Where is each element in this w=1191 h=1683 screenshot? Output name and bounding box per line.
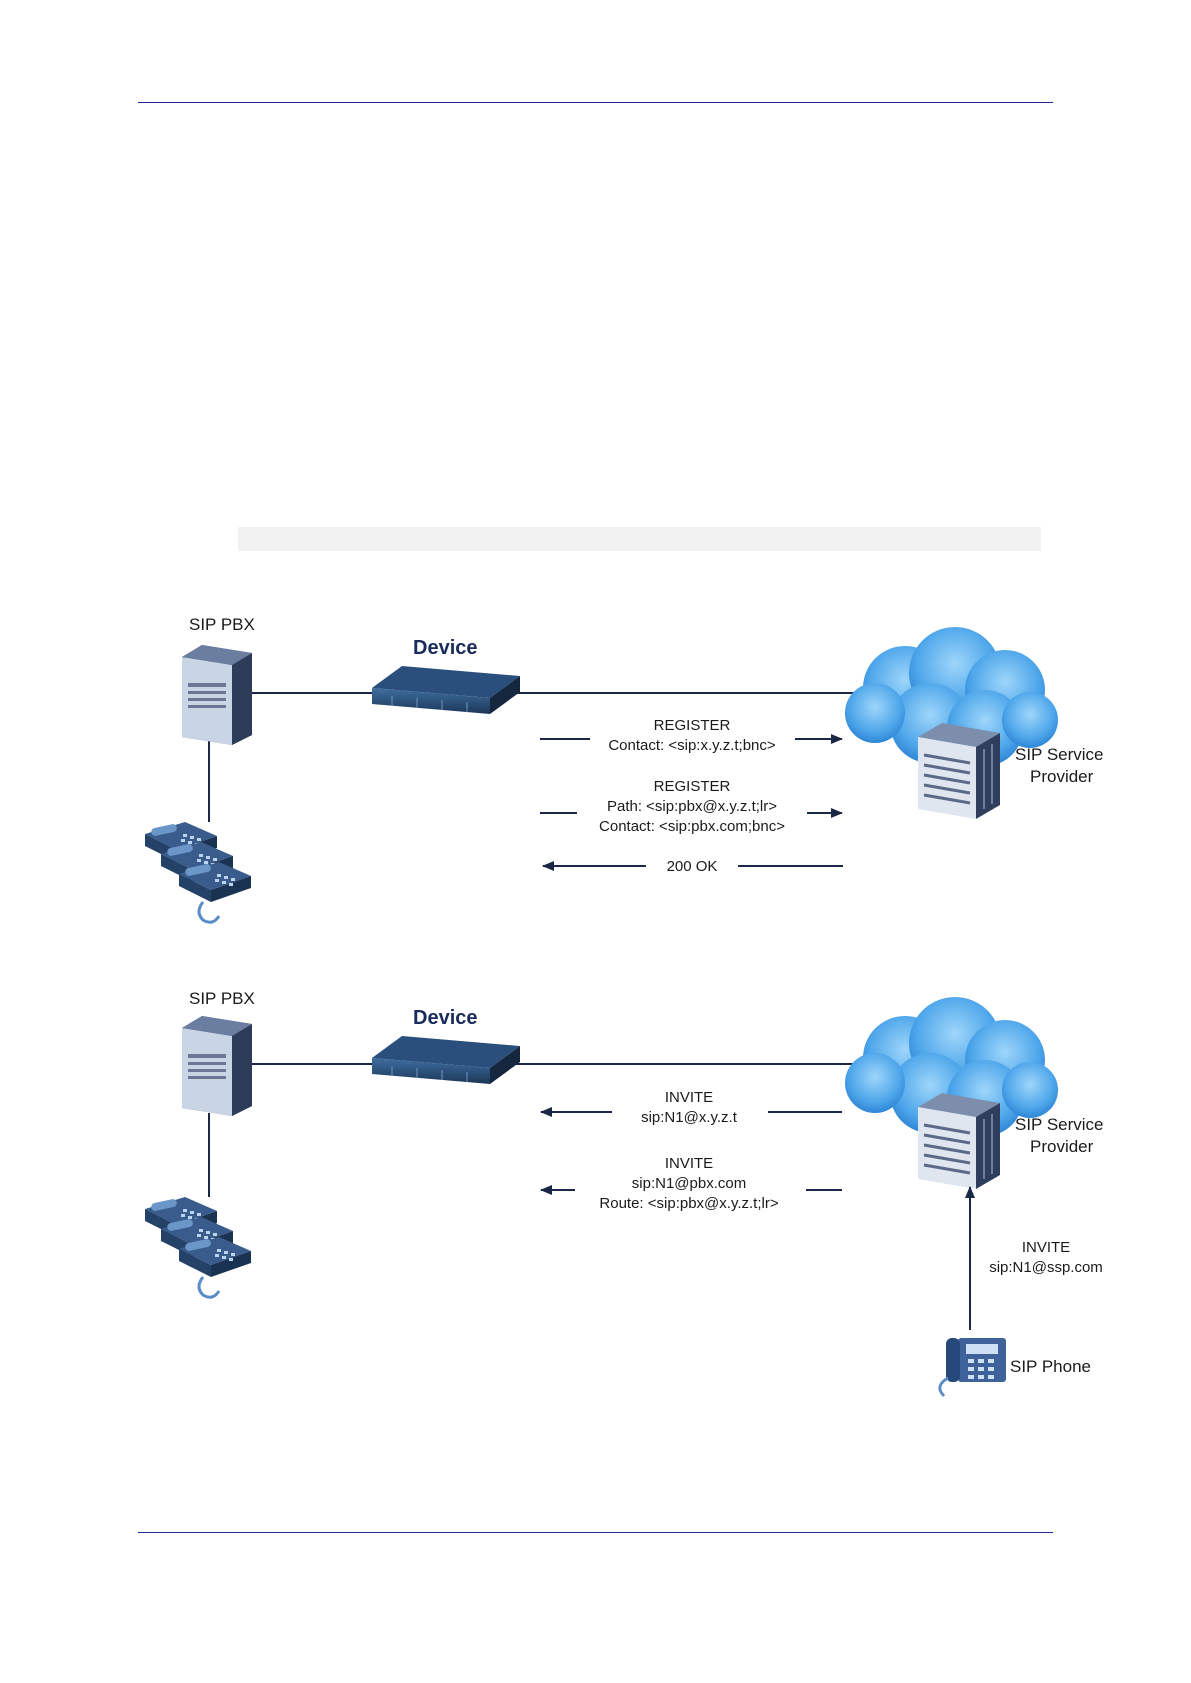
provider-server-icon [918, 723, 1000, 819]
bottom-provider-label-1: SIP Service [1015, 1115, 1104, 1134]
msg-line: sip:N1@x.y.z.t [641, 1109, 738, 1126]
phone-stack-icon [145, 1197, 251, 1297]
msg-line: Contact: <sip:pbx.com;bnc> [599, 818, 785, 835]
top-diagram: SIP PBX Device SIP Service Provider REGI… [145, 615, 1104, 922]
msg-line: INVITE [665, 1155, 713, 1172]
msg-line: Path: <sip:pbx@x.y.z.t;lr> [607, 798, 777, 815]
bottom-message-invite-2: INVITE sip:N1@pbx.com Route: <sip:pbx@x.… [541, 1155, 842, 1212]
msg-line: Route: <sip:pbx@x.y.z.t;lr> [599, 1195, 778, 1212]
device-icon [372, 666, 520, 714]
device-icon [372, 1036, 520, 1084]
top-provider-label-2: Provider [1030, 767, 1094, 786]
top-message-register-1: REGISTER Contact: <sip:x.y.z.t;bnc> [540, 717, 842, 754]
top-message-register-2: REGISTER Path: <sip:pbx@x.y.z.t;lr> Cont… [540, 778, 842, 835]
msg-line: INVITE [665, 1089, 713, 1106]
msg-line: REGISTER [654, 778, 731, 795]
top-provider-label-1: SIP Service [1015, 745, 1104, 764]
msg-line: Contact: <sip:x.y.z.t;bnc> [608, 737, 776, 754]
pbx-server-icon [182, 1016, 252, 1116]
bottom-pbx-label: SIP PBX [189, 989, 255, 1008]
bottom-device-label: Device [413, 1007, 478, 1029]
top-message-200-ok: 200 OK [543, 858, 843, 875]
msg-line: 200 OK [667, 858, 718, 875]
bottom-provider-label-2: Provider [1030, 1137, 1094, 1156]
phone-msg-line: sip:N1@ssp.com [989, 1259, 1103, 1276]
sip-phone-icon [940, 1338, 1006, 1396]
top-pbx-label: SIP PBX [189, 615, 255, 634]
phone-msg-line: INVITE [1022, 1239, 1070, 1256]
msg-line: sip:N1@pbx.com [632, 1175, 746, 1192]
phone-stack-icon [145, 822, 251, 922]
msg-line: REGISTER [654, 717, 731, 734]
pbx-server-icon [182, 645, 252, 745]
top-device-label: Device [413, 637, 478, 659]
provider-server-icon [918, 1093, 1000, 1189]
sip-phone-label: SIP Phone [1010, 1357, 1091, 1376]
bottom-diagram: SIP PBX Device SIP Service Provider INVI… [145, 989, 1104, 1396]
bottom-message-invite-1: INVITE sip:N1@x.y.z.t [541, 1089, 842, 1126]
